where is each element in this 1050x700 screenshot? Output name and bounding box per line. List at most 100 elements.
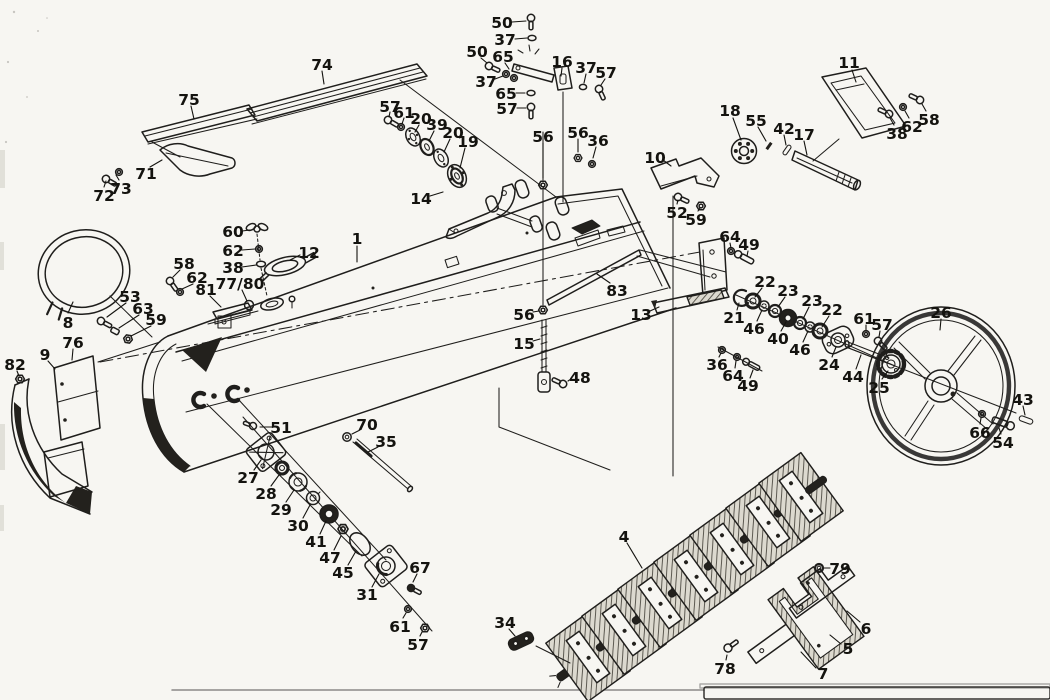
part-number-label: 56	[532, 128, 554, 146]
part-17-shaft	[791, 150, 862, 191]
link-34	[507, 631, 535, 651]
label-leader-line	[253, 459, 262, 471]
label-leader-line	[921, 103, 927, 112]
part-71-bracket	[100, 142, 236, 189]
label-leader-line	[777, 296, 786, 308]
label-leader-line	[419, 631, 423, 637]
part-77-80-bracket	[207, 299, 259, 329]
part-number-label: 65	[492, 48, 514, 66]
label-leader-line	[725, 654, 728, 661]
washer-38	[255, 260, 267, 268]
part-number-label: 1	[352, 230, 363, 248]
label-leader-line	[241, 264, 257, 268]
label-leader-line	[626, 542, 643, 569]
label-leader-line	[734, 360, 737, 369]
pin-55	[765, 141, 773, 151]
part-number-label: 25	[868, 379, 890, 397]
part-13-bracket	[651, 237, 763, 372]
part-number-label: 15	[513, 335, 535, 353]
part-number-label: 59	[145, 311, 167, 329]
label-leader-line	[333, 535, 342, 551]
mount-hole	[260, 297, 284, 311]
part-number-label: 20	[410, 110, 432, 128]
label-leader-line	[115, 174, 120, 181]
label-leader-line	[321, 70, 325, 85]
part-number-label: 58	[173, 255, 195, 273]
part-number-label: 27	[237, 469, 259, 487]
label-leader-line	[829, 634, 842, 645]
label-leader-line	[508, 628, 516, 637]
label-leader-line	[800, 651, 817, 669]
label-leader-line	[67, 301, 74, 314]
part-number-label: 54	[992, 434, 1014, 452]
part-number-label: 57	[595, 64, 617, 82]
part-number-label: 44	[842, 368, 864, 386]
label-leader-line	[783, 134, 787, 146]
part-number-label: 35	[375, 433, 397, 451]
part-number-label: 64	[722, 367, 744, 385]
part-number-label: 60	[222, 223, 244, 241]
part-1-housing	[99, 179, 727, 477]
snap-ring-21	[732, 288, 750, 307]
scan-artifacts	[0, 10, 1050, 700]
label-leader-line	[780, 321, 787, 332]
label-leader-line	[459, 147, 466, 169]
part-number-label: 37	[575, 59, 597, 77]
part-16-bracket	[483, 13, 609, 203]
part-9-discharge-chute	[11, 341, 161, 515]
part-number-label: 41	[305, 533, 327, 551]
part-number-label: 4	[619, 528, 630, 546]
part-number-label: 64	[719, 228, 741, 246]
part-number-label: 57	[407, 636, 429, 654]
label-leader-line	[367, 446, 379, 453]
part-number-label: 48	[569, 369, 591, 387]
part-number-label: 16	[551, 53, 573, 71]
label-leader-line	[190, 105, 195, 120]
label-leader-line	[583, 73, 587, 84]
label-leader-line	[241, 229, 251, 232]
label-leader-line	[1022, 405, 1026, 416]
label-leader-line	[71, 348, 74, 361]
part-31-flange	[364, 544, 408, 588]
label-leader-line	[889, 117, 895, 126]
part-number-label: 49	[738, 236, 760, 254]
label-leader-line	[998, 427, 1002, 435]
label-leader-line	[718, 352, 722, 358]
part-number-label: 37	[475, 73, 497, 91]
bolt-50	[526, 13, 536, 31]
label-leader-line	[697, 207, 701, 212]
label-leader-line	[209, 295, 222, 308]
label-leader-line	[560, 67, 563, 77]
label-leader-line	[855, 354, 862, 370]
part-number-label: 39	[426, 116, 448, 134]
part-number-label: 43	[1012, 391, 1034, 409]
part-number-label: 5	[843, 640, 854, 658]
part-number-label: 34	[494, 614, 516, 632]
part-number-label: 67	[409, 559, 431, 577]
part-number-label: 30	[287, 517, 309, 535]
part-number-label: 22	[821, 301, 843, 319]
part-number-label: 52	[666, 204, 688, 222]
label-leader-line	[746, 250, 749, 257]
part-number-label: 62	[222, 242, 244, 260]
diagram-artwork	[0, 10, 1050, 700]
washer-37b	[501, 69, 511, 79]
part-number-label: 26	[930, 304, 952, 322]
washer-65a	[509, 73, 519, 83]
part-number-label: 62	[186, 269, 208, 287]
part-number-label: 17	[793, 126, 815, 144]
label-leader-line	[402, 612, 407, 619]
part-27-flange	[245, 431, 287, 473]
centerline	[99, 251, 701, 363]
label-leader-line	[649, 306, 660, 312]
part-number-label: 74	[311, 56, 333, 74]
part-number-label: 13	[630, 306, 652, 324]
label-leader-line	[511, 20, 527, 23]
part-number-label: 65	[495, 85, 517, 103]
part-number-label: 57	[871, 316, 893, 334]
label-leader-line	[494, 75, 504, 80]
label-leader-line	[289, 254, 301, 261]
nut-79	[813, 562, 825, 574]
